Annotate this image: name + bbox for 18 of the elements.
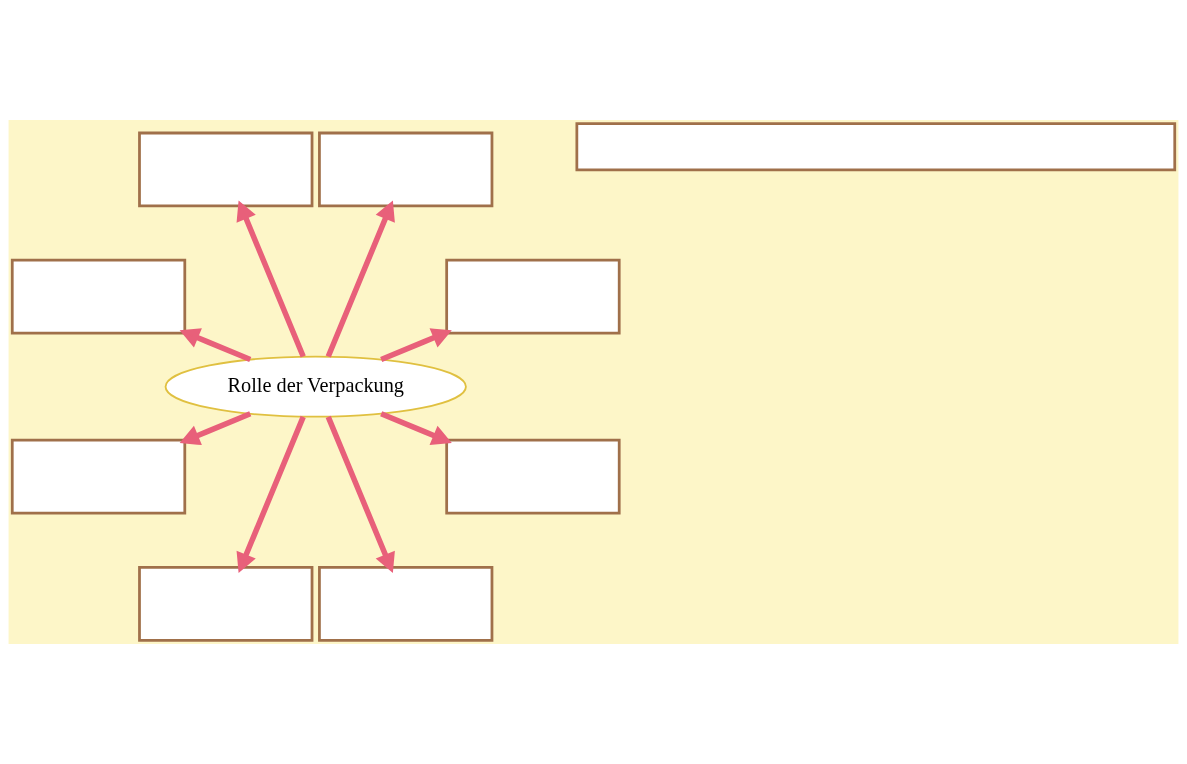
arrow [179, 328, 252, 363]
node-box [318, 566, 494, 642]
node-box [10, 258, 187, 335]
node-box [138, 131, 314, 208]
node-box [318, 131, 494, 208]
node-box [138, 566, 314, 642]
node-ellipse: Rolle der Verpackung [164, 355, 467, 418]
arrow [236, 415, 306, 573]
node-box [445, 258, 621, 335]
arrow [236, 200, 306, 358]
arrow [325, 200, 395, 358]
node-box [445, 438, 621, 515]
arrow [179, 411, 252, 446]
arrow [325, 415, 395, 573]
node-box [10, 438, 187, 515]
arrow [380, 411, 452, 446]
arrow [380, 328, 452, 363]
node-bar [575, 122, 1177, 172]
